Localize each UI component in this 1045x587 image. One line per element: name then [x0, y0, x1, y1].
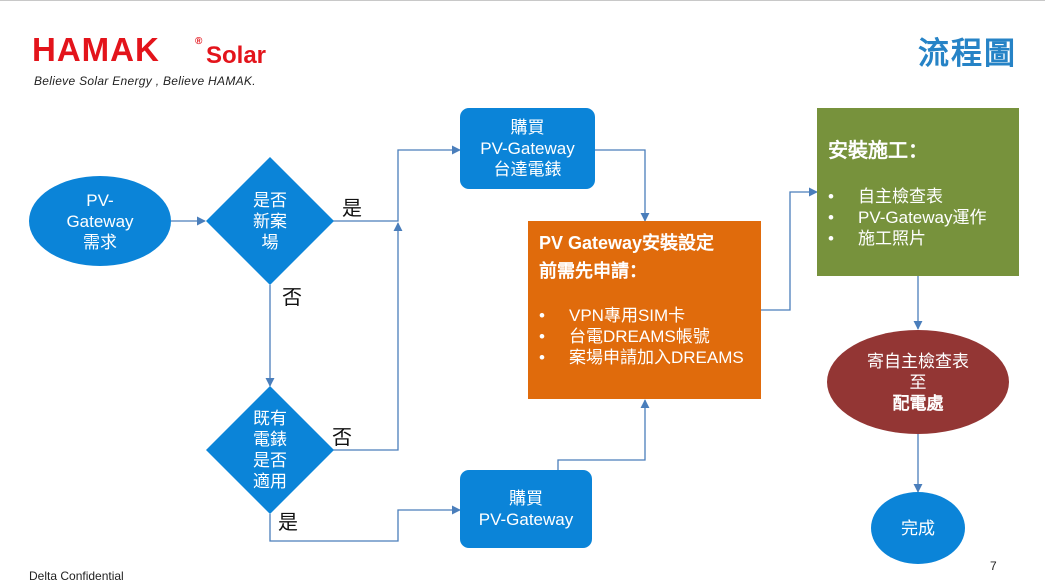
decision-1-text: 是否 新案 場 [226, 177, 314, 265]
send-line: 寄自主檢查表 [867, 351, 969, 371]
logo-tagline: Believe Solar Energy , Believe HAMAK. [34, 74, 256, 88]
install-bullet: •PV-Gateway運作 [828, 208, 987, 227]
edge-label-d1-no: 否 [282, 287, 302, 309]
page-title: 流程圖 [918, 36, 1017, 71]
buy-gateway-node [460, 470, 592, 548]
decision-2-line: 電錶 [253, 430, 287, 449]
edge-label-d2-no: 否 [332, 427, 352, 449]
decision-node-1 [206, 157, 334, 285]
install-node-text: 安裝施工： •自主檢查表 •PV-Gateway運作 •施工照片 [828, 137, 1016, 249]
edge-label-d2-yes: 是 [278, 512, 298, 534]
logo-solar: Solar [206, 42, 267, 69]
buy-meter-node [460, 108, 595, 189]
send-node [827, 330, 1009, 434]
decision-2-text: 既有 電錶 是否 適用 [226, 406, 314, 494]
apply-node [528, 221, 761, 399]
buy-meter-line: PV-Gateway [480, 139, 575, 158]
buy-meter-line: 購買 [510, 118, 545, 137]
edge-d1-yes [331, 145, 461, 222]
decision-2-line: 是否 [253, 451, 287, 470]
apply-title-line: 前需先申請： [539, 261, 647, 281]
apply-bullet: •案場申請加入DREAMS [539, 348, 744, 367]
edge-label-d1-yes: 是 [342, 198, 362, 220]
apply-bullet: •台電DREAMS帳號 [539, 327, 710, 346]
buy-gateway-line: PV-Gateway [478, 510, 574, 529]
start-line: 需求 [83, 232, 117, 252]
decision-2-line: 適用 [253, 472, 287, 491]
send-line: 配電處 [892, 393, 944, 413]
done-node [871, 492, 965, 564]
decision-node-2 [206, 386, 334, 514]
send-node-text: 寄自主檢查表 至 配電處 [827, 330, 1009, 434]
decision-1-line: 場 [261, 232, 279, 252]
edge-d2-no [331, 222, 403, 451]
buy-gateway-line: 購買 [509, 489, 543, 508]
logo-registered-mark: ® [195, 36, 203, 47]
edge-apply-to-install [761, 187, 818, 311]
apply-node-text: PV Gateway安裝設定 前需先申請： •VPN專用SIM卡 •台電DREA… [539, 229, 757, 368]
install-node [817, 108, 1019, 276]
edge-d2-yes [269, 505, 461, 542]
buy-meter-line: 台達電錶 [493, 160, 562, 179]
apply-title-line: PV Gateway安裝設定 [539, 233, 715, 253]
top-divider [0, 0, 1045, 1]
buy-meter-text: 購買 PV-Gateway 台達電錶 [460, 108, 595, 189]
done-label: 完成 [901, 518, 935, 538]
install-bullet: •自主檢查表 [828, 187, 943, 206]
start-node-text: PV- Gateway 需求 [30, 176, 170, 266]
start-node [29, 176, 171, 266]
start-line: PV- [86, 190, 114, 210]
done-node-text: 完成 [871, 492, 965, 564]
buy-gateway-text: 購買 PV-Gateway [460, 470, 592, 548]
footer-confidential: Delta Confidential [29, 569, 124, 583]
install-title: 安裝施工： [828, 140, 928, 162]
install-bullet: •施工照片 [828, 229, 926, 248]
logo-brand: HAMAK [32, 31, 160, 68]
page-number: 7 [990, 559, 997, 573]
decision-1-line: 是否 [253, 190, 287, 210]
decision-2-line: 既有 [253, 409, 287, 428]
decision-1-line: 新案 [253, 211, 287, 231]
apply-bullet: •VPN專用SIM卡 [539, 306, 686, 325]
send-line: 至 [909, 372, 927, 392]
edge-buymeter-to-apply [595, 149, 650, 222]
start-line: Gateway [66, 211, 134, 231]
